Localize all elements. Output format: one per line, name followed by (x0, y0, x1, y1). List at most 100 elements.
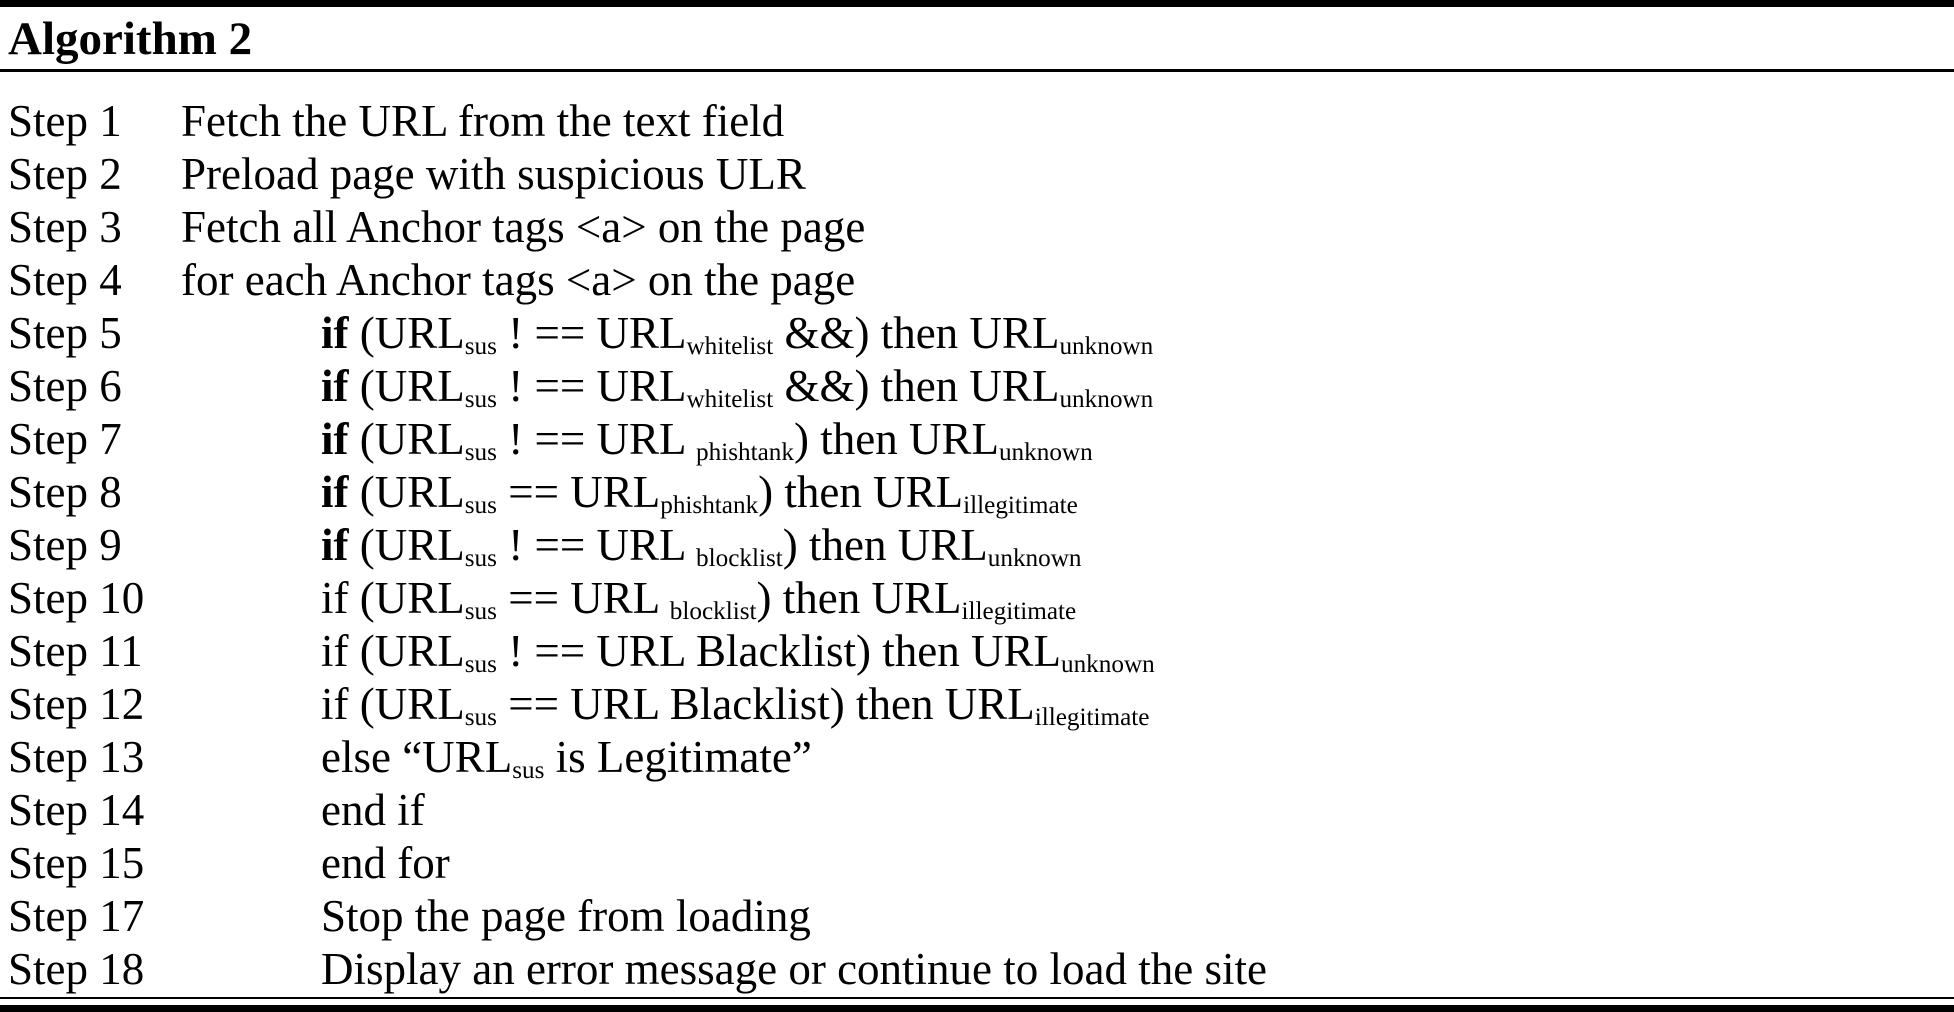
subscript-text: sus (464, 703, 497, 731)
step-label: Step 10 (8, 573, 145, 623)
subscript-text: whitelist (686, 332, 774, 360)
step-label: Step 13 (8, 732, 145, 782)
subscript-text: sus (512, 756, 545, 784)
plain-text: if (URL (321, 679, 465, 729)
algorithm-step-row: Step 3 Fetch all Anchor tags <a> on the p… (0, 201, 1954, 254)
keyword-bold-text: if (321, 467, 349, 517)
subscript-text: sus (464, 491, 497, 519)
algorithm-step-row: Step 15 end for (0, 837, 1954, 890)
plain-text: ! == URL Blacklist) then URL (496, 626, 1061, 676)
keyword-bold-text: if (321, 520, 349, 570)
plain-text: ) then URL (758, 467, 964, 517)
step-label: Step 11 (8, 626, 143, 676)
algorithm-step-row: Step 12 if (URLsus == URL Blacklist) then… (0, 678, 1954, 731)
step-label: Step 7 (8, 414, 122, 464)
step-content: if (URLsus ! == URL blocklist) then URLu… (321, 519, 1082, 572)
subscript-text: illegitimate (961, 597, 1077, 625)
subscript-text: unknown (1060, 650, 1155, 678)
plain-text: ) then URL (756, 573, 962, 623)
plain-text: if (URL (321, 626, 465, 676)
step-content: Preload page with suspicious ULR (181, 148, 806, 201)
plain-text: == URL (496, 467, 661, 517)
plain-text: &&) then URL (773, 308, 1060, 358)
step-content: Stop the page from loading (321, 890, 811, 943)
bottom-rule-thin (0, 997, 1954, 999)
step-content: if (URLsus ! == URL phishtank) then URLu… (321, 413, 1093, 466)
algorithm-step-row: Step 18 Display an error message or conti… (0, 943, 1954, 996)
subscript-text: illegitimate (1034, 703, 1150, 731)
plain-text: Stop the page from loading (321, 891, 811, 941)
subscript-text: phishtank (660, 491, 759, 519)
plain-text: Display an error message or continue to … (321, 944, 1267, 994)
step-content: if (URLsus ! == URL Blacklist) then URLu… (321, 625, 1155, 678)
algorithm-header: Algorithm 2 (0, 7, 1954, 69)
plain-text: == URL (496, 573, 670, 623)
algorithm-step-row: Step 9 if (URLsus ! == URL blocklist) the… (0, 519, 1954, 572)
step-label: Step 9 (8, 520, 122, 570)
algorithm-step-row: Step 4 for each Anchor tags <a> on the pa… (0, 254, 1954, 307)
subscript-text: phishtank (696, 438, 794, 466)
subscript-text: sus (464, 650, 497, 678)
step-label: Step 3 (8, 202, 122, 252)
algorithm-step-row: Step 8 if (URLsus == URLphishtank) then U… (0, 466, 1954, 519)
algorithm-step-row: Step 7 if (URLsus ! == URL phishtank) the… (0, 413, 1954, 466)
plain-text: Fetch the URL from the text field (181, 96, 785, 146)
plain-text: (URL (348, 520, 465, 570)
plain-text: Preload page with suspicious ULR (181, 149, 806, 199)
bottom-rule-thick (0, 1005, 1954, 1012)
subscript-text: sus (464, 385, 497, 413)
plain-text: (URL (348, 414, 465, 464)
algorithm-step-row: Step 10 if (URLsus == URL blocklist) then… (0, 572, 1954, 625)
subscript-text: blocklist (669, 597, 757, 625)
keyword-bold-text: if (321, 414, 349, 464)
step-content: Fetch all Anchor tags <a> on the page (181, 201, 865, 254)
step-content: if (URLsus ! == URLwhitelist &&) then UR… (321, 307, 1153, 360)
plain-text: ) then URL (782, 520, 988, 570)
algorithm-step-row: Step 14 end if (0, 784, 1954, 837)
step-label: Step 5 (8, 308, 122, 358)
step-label: Step 18 (8, 944, 145, 994)
plain-text: == URL Blacklist) then URL (496, 679, 1035, 729)
top-rule (0, 0, 1954, 7)
subscript-text: blocklist (696, 544, 783, 572)
plain-text: end if (321, 785, 425, 835)
algorithm-step-row: Step 17 Stop the page from loading (0, 890, 1954, 943)
subscript-text: illegitimate (963, 491, 1078, 519)
step-content: end if (321, 784, 425, 837)
subscript-text: unknown (1059, 332, 1154, 360)
subscript-text: sus (464, 332, 497, 360)
plain-text: (URL (348, 467, 465, 517)
step-content: end for (321, 837, 450, 890)
plain-text: (URL (348, 361, 465, 411)
keyword-bold-text: if (321, 361, 349, 411)
step-label: Step 8 (8, 467, 122, 517)
subscript-text: sus (464, 438, 497, 466)
step-content: for each Anchor tags <a> on the page (181, 254, 855, 307)
plain-text: ! == URL (496, 361, 687, 411)
subscript-text: sus (464, 597, 497, 625)
step-label: Step 4 (8, 255, 122, 305)
subscript-text: unknown (987, 544, 1082, 572)
plain-text: (URL (348, 308, 465, 358)
step-content: if (URLsus ! == URLwhitelist &&) then UR… (321, 360, 1153, 413)
algorithm-title: Algorithm 2 (8, 13, 253, 65)
plain-text: end for (321, 838, 450, 888)
algorithm-step-row: Step 11 if (URLsus ! == URL Blacklist) th… (0, 625, 1954, 678)
step-label: Step 14 (8, 785, 145, 835)
step-content: Display an error message or continue to … (321, 943, 1267, 996)
step-content: if (URLsus == URLphishtank) then URLille… (321, 466, 1078, 519)
step-label: Step 17 (8, 891, 145, 941)
algorithm-step-row: Step 5 if (URLsus ! == URLwhitelist &&) t… (0, 307, 1954, 360)
plain-text: ) then URL (793, 414, 999, 464)
step-content: if (URLsus == URL blocklist) then URLill… (321, 572, 1076, 625)
plain-text: is Legitimate” (544, 732, 812, 782)
step-label: Step 2 (8, 149, 122, 199)
step-label: Step 12 (8, 679, 145, 729)
step-content: if (URLsus == URL Blacklist) then URLill… (321, 678, 1149, 731)
step-label: Step 15 (8, 838, 145, 888)
plain-text: if (URL (321, 573, 465, 623)
